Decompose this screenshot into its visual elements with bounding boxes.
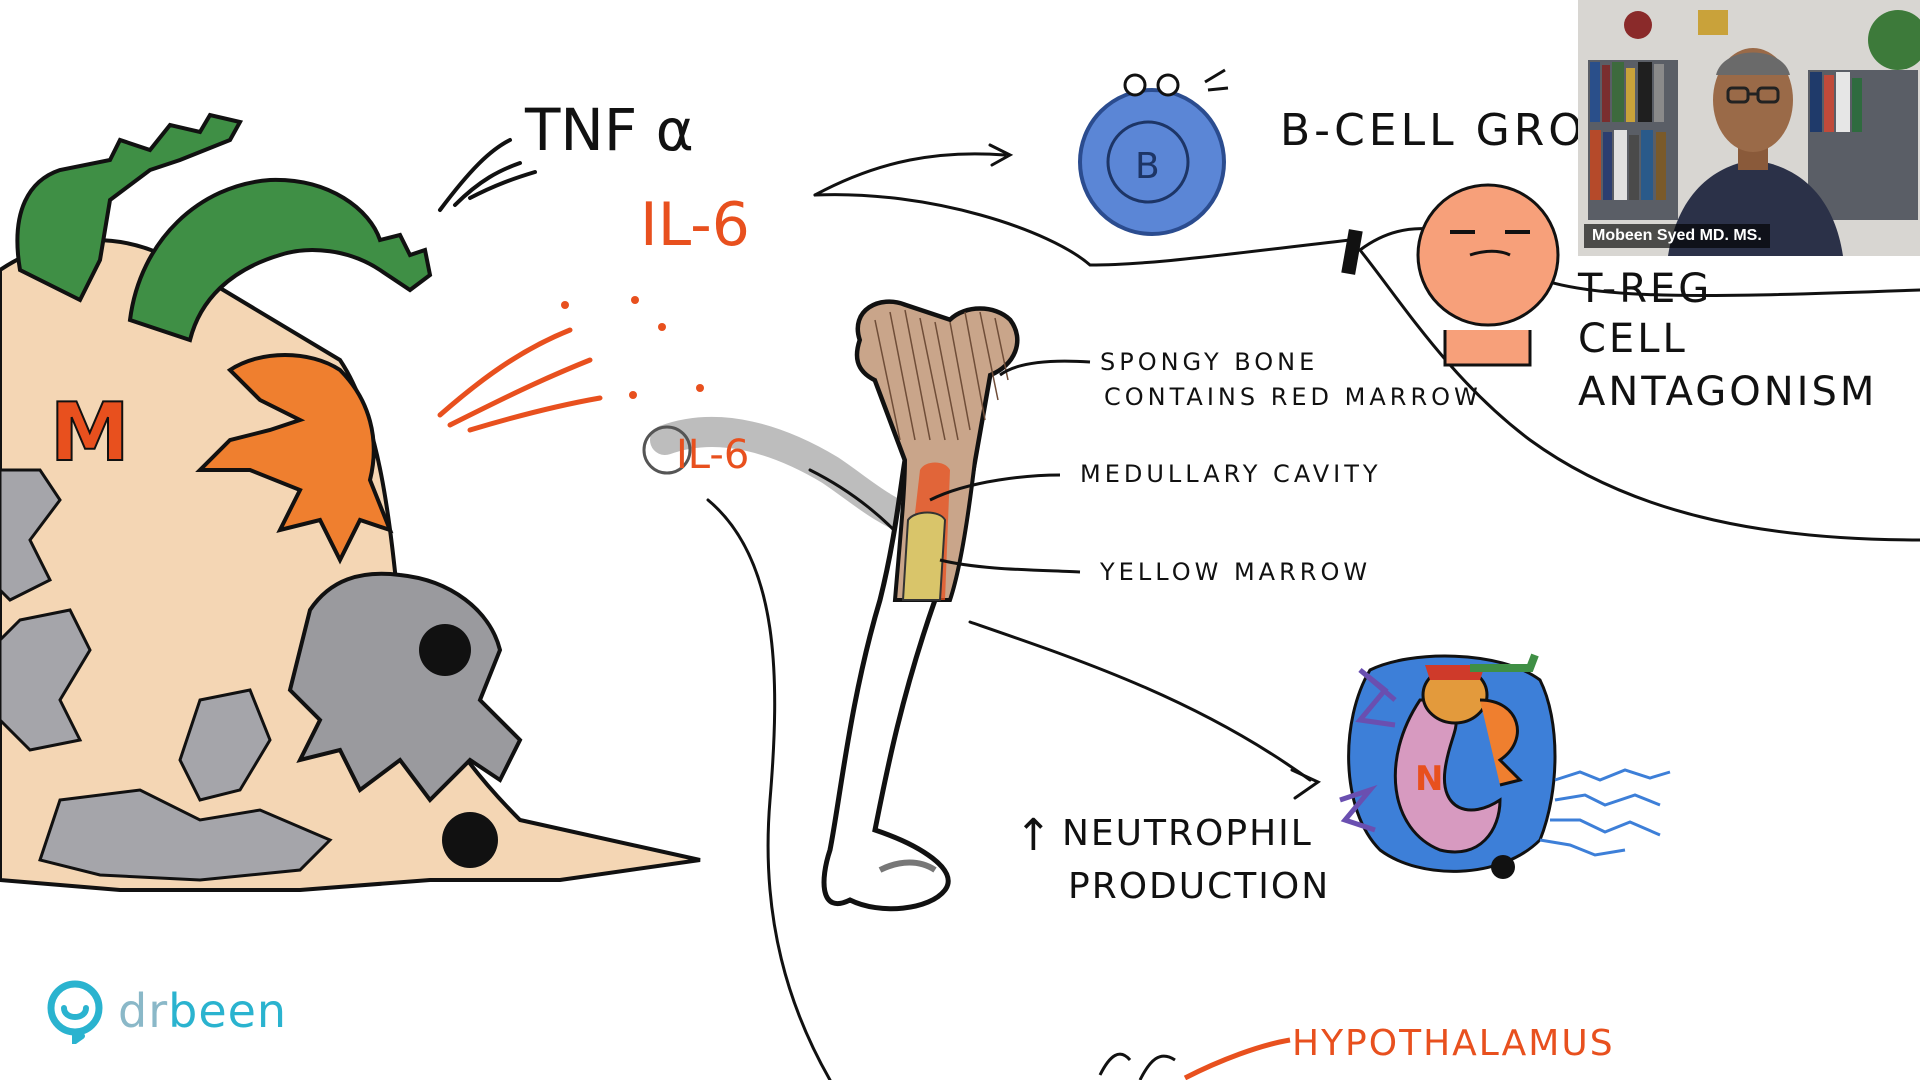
femur-bone-illustration bbox=[824, 302, 1017, 909]
neutrophil-illustration: N bbox=[1340, 655, 1670, 879]
b-cell-letter: B bbox=[1135, 146, 1160, 187]
macrophage-letter: M bbox=[50, 386, 130, 479]
hypothalamus-label: HYPOTHALAMUS bbox=[1292, 1023, 1615, 1064]
drbeen-logo-wordmark: drbeen bbox=[118, 984, 287, 1038]
presenter-webcam: Mobeen Syed MD. MS. bbox=[1578, 0, 1920, 256]
yellow-marrow-label: YELLOW MARROW bbox=[1099, 558, 1371, 586]
presenter-video-frame bbox=[1578, 0, 1920, 256]
neutrophil-label-line1: NEUTROPHIL bbox=[1062, 813, 1313, 854]
il6-mid-label: IL-6 bbox=[676, 432, 749, 478]
tnf-alpha-label: TNF α bbox=[524, 96, 694, 164]
neutrophil-label-line2: PRODUCTION bbox=[1068, 866, 1330, 907]
medullary-cavity-label: MEDULLARY CAVITY bbox=[1080, 460, 1382, 488]
hypothalamus-sketch bbox=[1100, 1054, 1175, 1080]
drbeen-logo-icon bbox=[42, 978, 108, 1044]
spongy-bone-label-line2: CONTAINS RED MARROW bbox=[1104, 383, 1482, 411]
hypothalamus-pointer bbox=[1185, 1040, 1290, 1078]
tnf-emission-lines bbox=[440, 140, 535, 210]
b-cell-illustration: B bbox=[1080, 70, 1228, 234]
drbeen-logo: drbeen bbox=[42, 976, 287, 1046]
spongy-bone-label-line1: SPONGY BONE bbox=[1100, 348, 1318, 376]
neutrophil-letter: N bbox=[1415, 759, 1443, 799]
il6-top-label: IL-6 bbox=[640, 190, 750, 260]
logo-part-been: been bbox=[168, 984, 287, 1038]
macrophage-illustration: M bbox=[0, 115, 700, 890]
neutrophil-up-arrow: ↑ bbox=[1015, 810, 1052, 861]
il6-dots bbox=[561, 296, 704, 399]
logo-part-dr: dr bbox=[118, 984, 168, 1038]
presenter-name-tag: Mobeen Syed MD. MS. bbox=[1584, 224, 1770, 248]
t-reg-label-line1: T-REG bbox=[1577, 266, 1712, 312]
il6-emission-lines bbox=[440, 330, 600, 430]
t-reg-cell-illustration bbox=[1418, 185, 1558, 365]
t-reg-label-line2: CELL bbox=[1578, 316, 1688, 362]
inhibition-bar bbox=[1341, 229, 1362, 275]
t-reg-label-line3: ANTAGONISM bbox=[1578, 369, 1877, 415]
